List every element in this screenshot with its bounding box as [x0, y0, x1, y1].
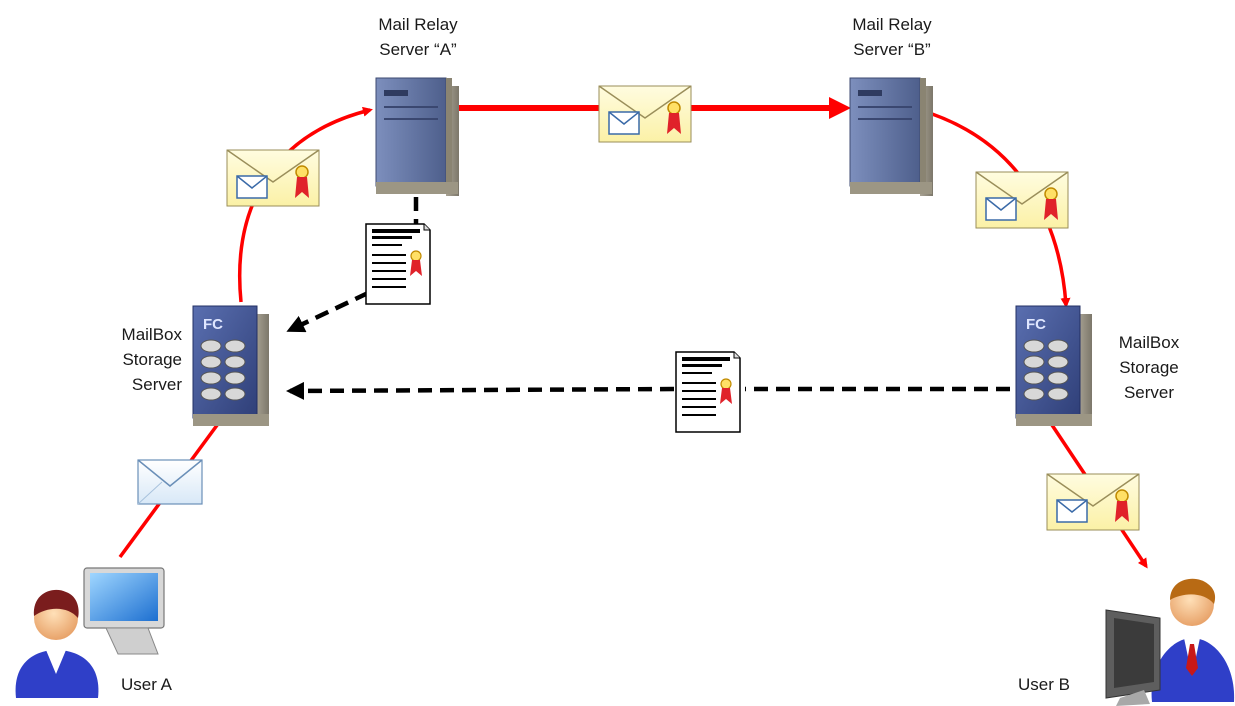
- relay-b-label-line1: Mail Relay: [852, 15, 932, 34]
- user-b-label: User B: [1018, 675, 1070, 694]
- server-icon: [375, 77, 459, 196]
- relay-a-label-line1: Mail Relay: [378, 15, 458, 34]
- server-icon: [849, 77, 933, 196]
- storage-left-label-line3: Server: [131, 375, 182, 394]
- receipt-flow-relay-a: [290, 197, 419, 330]
- user-computer-icon: [15, 567, 165, 698]
- receipt-document-icon: [365, 223, 431, 305]
- storage-right-label-line2: Storage: [1119, 358, 1179, 377]
- storage-left-label-line2: Storage: [122, 350, 182, 369]
- user-computer-icon: [1105, 578, 1235, 706]
- certified-envelope-icon: [226, 149, 320, 207]
- relay-b-label-line2: Server “B”: [853, 40, 931, 59]
- certified-envelope-icon: [1046, 473, 1140, 531]
- plain-envelope-icon: [137, 459, 203, 505]
- storage-left-label: MailBox Storage Server: [92, 322, 182, 397]
- storage-server-icon: FC: [1015, 305, 1092, 426]
- receipt-flow-storage-b: [290, 389, 1010, 391]
- storage-right-label-line3: Server: [1123, 383, 1175, 402]
- certified-envelope-icon: [598, 85, 692, 143]
- storage-right-label-line1: MailBox: [1118, 333, 1180, 352]
- receipt-document-icon: [675, 351, 741, 433]
- storage-badge: FC: [203, 316, 223, 333]
- relay-a-label: Mail Relay Server “A”: [368, 12, 468, 62]
- storage-right-label: MailBox Storage Server: [1104, 330, 1194, 405]
- storage-server-icon: FC: [192, 305, 269, 426]
- storage-badge: FC: [1026, 316, 1046, 333]
- storage-left-label-line1: MailBox: [121, 325, 182, 344]
- certified-envelope-icon: [975, 171, 1069, 229]
- relay-a-label-line2: Server “A”: [379, 40, 457, 59]
- relay-b-label: Mail Relay Server “B”: [842, 12, 942, 62]
- user-a-label: User A: [121, 675, 173, 694]
